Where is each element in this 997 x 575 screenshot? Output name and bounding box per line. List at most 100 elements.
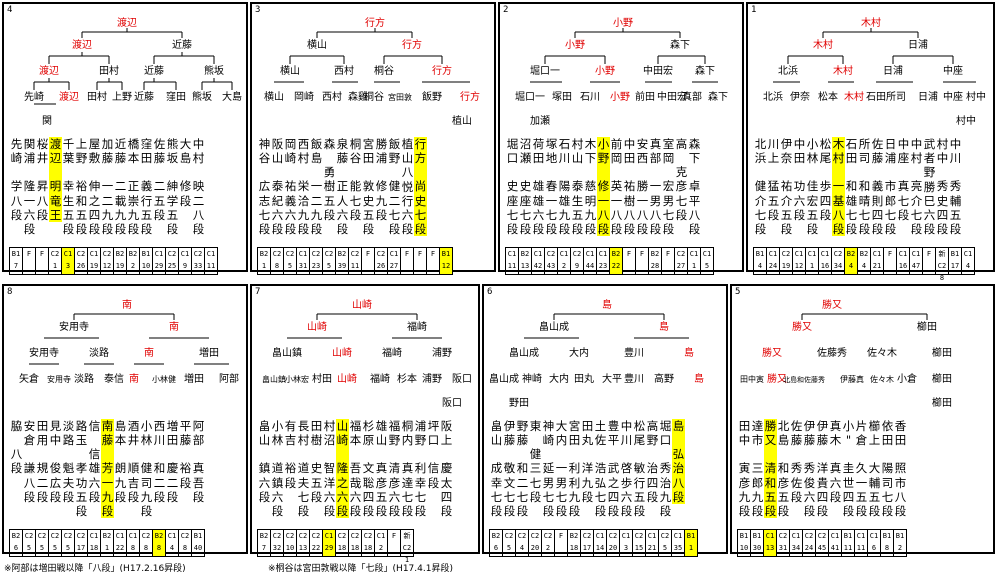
svg-text:櫛田: 櫛田 (932, 396, 952, 409)
svg-text:南: 南 (144, 346, 154, 359)
svg-text:佐々木: 佐々木 (867, 347, 897, 359)
svg-text:櫛田: 櫛田 (932, 346, 952, 359)
svg-text:近藤: 近藤 (144, 64, 164, 77)
svg-text:日浦: 日浦 (918, 90, 938, 103)
svg-text:植山: 植山 (452, 114, 472, 127)
svg-text:加瀬: 加瀬 (530, 115, 550, 127)
svg-text:豊川: 豊川 (624, 346, 644, 359)
svg-text:森下: 森下 (695, 64, 715, 77)
svg-text:石田: 石田 (866, 92, 886, 103)
bracket-panel-6: 6 島 畠山成島 畠山成大内豊川島 畠山成神崎大内田丸 大平豊川高野島 野田 島… (482, 284, 728, 557)
bracket-panel-4: 4 渡辺 渡辺近藤 渡辺田村 近藤熊坂 先崎渡辺田村上野 近藤窪田熊坂大島 関 … (2, 2, 248, 275)
svg-text:田丸: 田丸 (574, 372, 594, 385)
svg-text:近藤: 近藤 (172, 38, 192, 51)
svg-text:飯野: 飯野 (422, 90, 442, 103)
bracket-panel-2: 2 小野 小野森下 堀口一小野中田宏森下 堀口一塚田石川小野 前田中田宏真部森下… (498, 2, 744, 275)
svg-text:阪口: 阪口 (442, 396, 462, 409)
panel-number: 5 (735, 287, 741, 297)
player-columns: 中村映二八段 大島修段 熊坂紳学五段 佐藤二五段 窪田義行五段 橋本正崇九段 近… (10, 137, 205, 237)
panel-number: 4 (7, 5, 13, 15)
svg-text:福崎: 福崎 (407, 320, 427, 333)
panel-number: 1 (751, 5, 757, 15)
svg-text:大平: 大平 (602, 372, 622, 385)
svg-text:野田: 野田 (509, 397, 529, 409)
svg-text:森雞: 森雞 (348, 90, 368, 103)
svg-text:行方: 行方 (365, 16, 385, 29)
svg-text:島: 島 (694, 372, 704, 385)
svg-text:木村: 木村 (813, 38, 833, 51)
svg-text:日浦: 日浦 (883, 64, 903, 77)
svg-text:関: 関 (42, 115, 52, 127)
svg-text:熊坂: 熊坂 (204, 64, 224, 77)
player-columns: 香田照市八段 依田陽司七段 櫛上大輔五段 片倉久一五段 小"圭世四段 真木真六段… (738, 419, 907, 519)
svg-text:阪口: 阪口 (452, 372, 472, 385)
svg-text:中田宏: 中田宏 (657, 90, 687, 103)
panel-number: 8 (7, 287, 13, 297)
svg-text:佐藤秀: 佐藤秀 (817, 347, 847, 359)
svg-text:島: 島 (602, 298, 612, 311)
svg-text:浦野: 浦野 (422, 372, 442, 385)
svg-text:真部: 真部 (682, 90, 702, 103)
svg-text:村中: 村中 (956, 114, 976, 127)
svg-text:山崎: 山崎 (337, 372, 357, 385)
svg-text:渡辺: 渡辺 (72, 38, 92, 51)
bracket-panel-8: 8 南 安用寺南 安用寺淡路南増田 矢倉安用寺淡路泰信 南小林健増田阿部 阿部真… (2, 284, 248, 557)
svg-text:小林健: 小林健 (152, 374, 176, 384)
svg-text:日浦: 日浦 (908, 38, 928, 51)
svg-text:勝又: 勝又 (792, 320, 812, 333)
bracket-panel-7: 7 山崎 山崎福崎 畠山鎮山崎福崎浦野 畠山鎮小林宏村田山崎 福崎杉本浦野阪口 … (250, 284, 480, 564)
svg-text:森下: 森下 (670, 38, 690, 51)
svg-text:勝又: 勝又 (822, 298, 842, 311)
svg-text:淡路: 淡路 (89, 346, 109, 359)
bracket-lines: 木村 木村日浦 北浜木村日浦中座 北浜伊奈松本木村 石田所司日浦中座村中 村中 (763, 16, 986, 127)
svg-text:横山: 横山 (264, 90, 284, 103)
svg-text:北浜: 北浜 (763, 91, 783, 103)
bracket-panel-3: 3 行方 横山行方 横山西村桐谷行方 横山岡崎西村森雞 桐谷宮田敦飯野行方 植山… (250, 2, 496, 275)
svg-text:小野: 小野 (595, 65, 615, 77)
panel-number: 6 (487, 287, 493, 297)
footnote-kiriyama: ※桐谷は宮田敦戦以降「七段」(H17.4.1昇段) (268, 564, 453, 574)
svg-text:大内: 大内 (549, 372, 569, 385)
panel-number: 2 (503, 5, 509, 15)
svg-text:木村: 木村 (844, 90, 864, 103)
svg-text:小野: 小野 (565, 39, 585, 51)
svg-text:高野: 高野 (654, 372, 674, 385)
bracket-lines: 南 安用寺南 安用寺淡路南増田 矢倉安用寺淡路泰信 南小林健増田阿部 (19, 298, 239, 385)
svg-text:小林宏: 小林宏 (285, 374, 309, 384)
bracket-lines: 山崎 山崎福崎 畠山鎮山崎福崎浦野 畠山鎮小林宏村田山崎 福崎杉本浦野阪口 阪口 (262, 298, 472, 409)
svg-text:櫛田: 櫛田 (917, 320, 937, 333)
svg-text:木村: 木村 (833, 64, 853, 77)
svg-text:小倉: 小倉 (897, 372, 917, 385)
svg-text:塚田: 塚田 (552, 91, 572, 103)
svg-text:村田: 村田 (312, 372, 332, 385)
svg-text:渡辺: 渡辺 (59, 90, 79, 103)
player-columns: 阪上慶太四段 坪口信段 浦野利幸七段 桐内真達七段 福野清彦六段 雄山真彦五段 … (258, 419, 453, 519)
svg-text:畠山成: 畠山成 (509, 346, 539, 359)
svg-text:阿部: 阿部 (219, 372, 239, 385)
player-columns: 中川秀輔五段 村中秀史四段 武者野勝巳六段 中村亮介七段 中座真七段 日浦市郎七… (754, 137, 962, 237)
svg-text:石川: 石川 (580, 92, 600, 103)
bracket-lines: 小野 小野森下 堀口一小野中田宏森下 堀口一塚田石川小野 前田中田宏真部森下 加… (515, 17, 728, 127)
bracket-lines: 勝又 勝又櫛田 勝又佐藤秀佐々木櫛田 田中寅勝又北島和佐藤秀伊藤真 佐々木小倉櫛… (740, 298, 952, 409)
svg-text:宮田敦: 宮田敦 (388, 92, 412, 102)
svg-text:先崎: 先崎 (24, 90, 44, 103)
svg-text:田村: 田村 (87, 90, 107, 103)
svg-text:西村: 西村 (322, 90, 342, 103)
svg-text:櫛田: 櫛田 (932, 372, 952, 385)
svg-text:中座: 中座 (943, 64, 963, 77)
svg-text:泰信: 泰信 (104, 372, 124, 385)
player-columns: 行方尚史七段 植山八悦行六段 飯野健二七段 勝浦修九段 宮田敦史五段 桐谷能七段… (258, 137, 427, 237)
svg-text:渡辺: 渡辺 (117, 16, 137, 29)
svg-text:中座: 中座 (943, 90, 963, 103)
svg-text:矢倉: 矢倉 (19, 372, 39, 385)
svg-text:西村: 西村 (334, 64, 354, 77)
svg-text:増田: 増田 (199, 346, 219, 359)
svg-text:小野: 小野 (610, 91, 630, 103)
svg-text:増田: 増田 (184, 372, 204, 385)
svg-text:所司: 所司 (886, 91, 906, 103)
svg-text:森下: 森下 (708, 90, 728, 103)
